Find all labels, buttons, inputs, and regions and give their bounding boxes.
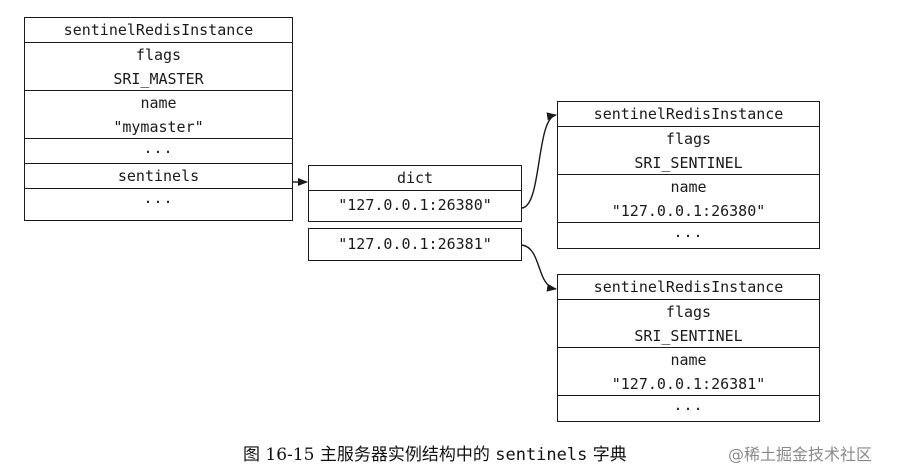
sentinel2-flags-cell: flags SRI_SENTINEL bbox=[558, 300, 819, 348]
master-dots-1: ... bbox=[25, 139, 292, 164]
dict-header-box: dict "127.0.0.1:26380" bbox=[308, 165, 522, 222]
dict-title: dict bbox=[309, 166, 521, 191]
master-dots-2: ... bbox=[143, 189, 174, 207]
figure-caption: 图 16-15 主服务器实例结构中的 sentinels 字典 bbox=[243, 440, 627, 465]
caption-code: sentinels bbox=[495, 445, 588, 465]
sentinel2-name-value: "127.0.0.1:26381" bbox=[611, 375, 766, 393]
sentinel2-dots: ... bbox=[673, 396, 704, 414]
sentinel1-name-value: "127.0.0.1:26380" bbox=[611, 202, 766, 220]
master-flags-cell: flags SRI_MASTER bbox=[25, 43, 292, 91]
master-name-value: "mymaster" bbox=[113, 118, 204, 136]
master-instance-box: sentinelRedisInstance flags SRI_MASTER n… bbox=[24, 17, 293, 221]
master-title: sentinelRedisInstance bbox=[25, 18, 292, 43]
sentinel1-name-cell: name "127.0.0.1:26380" bbox=[558, 175, 819, 223]
sentinel2-flags-value: SRI_SENTINEL bbox=[634, 327, 743, 345]
sentinel1-title: sentinelRedisInstance bbox=[558, 102, 819, 127]
arrow-key-26381-to-sentinel bbox=[521, 244, 557, 292]
sentinel2-name-label: name bbox=[670, 351, 707, 369]
sentinel-instance-26380-box: sentinelRedisInstance flags SRI_SENTINEL… bbox=[557, 101, 820, 249]
master-name-label: name bbox=[140, 94, 177, 112]
sentinel1-flags-cell: flags SRI_SENTINEL bbox=[558, 127, 819, 175]
dict-key-26380: "127.0.0.1:26380" bbox=[338, 196, 492, 214]
sentinel2-name-cell: name "127.0.0.1:26381" bbox=[558, 348, 819, 396]
sentinel1-name-label: name bbox=[670, 178, 707, 196]
master-name-cell: name "mymaster" bbox=[25, 91, 292, 139]
master-sentinels-field: sentinels bbox=[25, 164, 292, 189]
caption-suffix: 字典 bbox=[592, 445, 627, 465]
sentinel1-flags-label: flags bbox=[665, 130, 712, 148]
master-flags-label: flags bbox=[135, 46, 182, 64]
caption-prefix: 图 16-15 主服务器实例结构中的 bbox=[243, 445, 490, 465]
sentinel1-flags-value: SRI_SENTINEL bbox=[634, 154, 743, 172]
sentinel-instance-26381-box: sentinelRedisInstance flags SRI_SENTINEL… bbox=[557, 274, 820, 422]
dict-key-26381: "127.0.0.1:26381" bbox=[338, 235, 492, 253]
master-flags-value: SRI_MASTER bbox=[113, 70, 204, 88]
sentinel2-flags-label: flags bbox=[665, 303, 712, 321]
watermark: @稀土掘金技术社区 bbox=[728, 445, 873, 464]
sentinel1-dots: ... bbox=[673, 223, 704, 241]
dict-key-box-2: "127.0.0.1:26381" bbox=[308, 228, 522, 261]
sentinel2-title: sentinelRedisInstance bbox=[558, 275, 819, 300]
arrow-key-26380-to-sentinel bbox=[521, 112, 557, 209]
